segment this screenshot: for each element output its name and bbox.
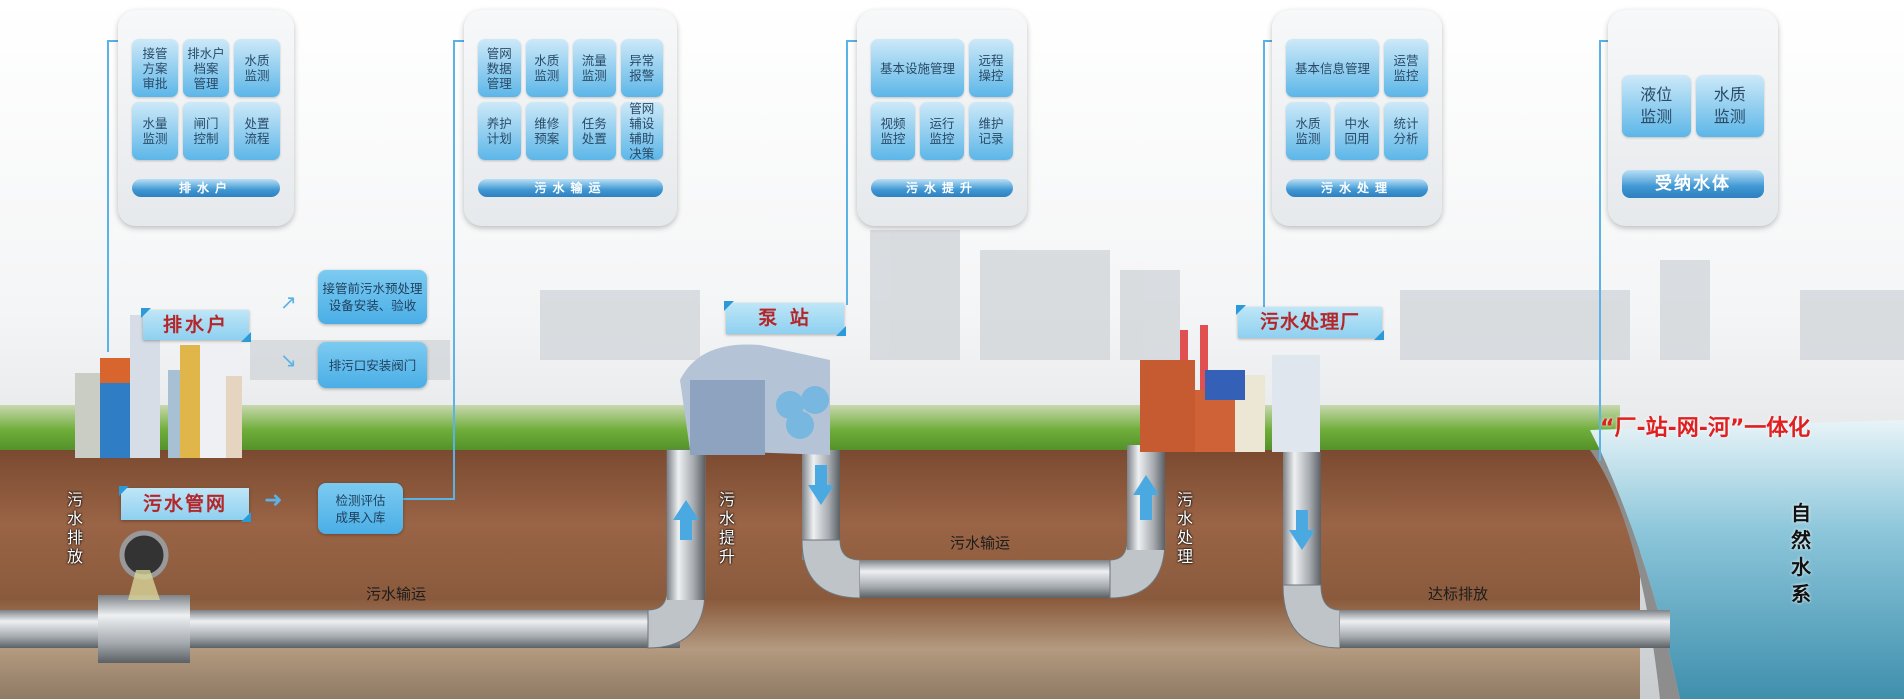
panel-treatment: 基本信息管理 运营 监控 水质 监测 中水 回用 统计 分析 污水处理 (1272, 10, 1442, 226)
btn-water-quality[interactable]: 水质 监测 (525, 39, 568, 97)
btn-water-quality[interactable]: 水质 监测 (1286, 102, 1330, 160)
panel-footer-receiving[interactable]: 受纳水体 (1622, 170, 1764, 198)
btn-level-monitor[interactable]: 液位 监测 (1622, 75, 1691, 137)
btn-basic-info[interactable]: 基本信息管理 (1286, 39, 1379, 97)
info-valve: 排污口安装阀门 (318, 342, 427, 388)
btn-maintenance-plan[interactable]: 养护 计划 (478, 102, 521, 160)
panel-footer-discharger[interactable]: 排水户 (132, 179, 280, 197)
btn-disposal-process[interactable]: 处置 流程 (234, 102, 280, 160)
panel-lifting: 基本设施管理 远程 操控 视频 监控 运行 监控 维护 记录 污水提升 (857, 10, 1027, 226)
treatment-plant (1140, 325, 1320, 452)
btn-reclaimed-water[interactable]: 中水 回用 (1335, 102, 1379, 160)
btn-statistics[interactable]: 统计 分析 (1384, 102, 1428, 160)
panel-receiving: 液位 监测 水质 监测 受纳水体 (1608, 10, 1778, 226)
btn-operation-monitor[interactable]: 运行 监控 (920, 102, 964, 160)
panel-discharger: 接管 方案 审批 排水户 档案 管理 水质 监测 水量 监测 闸门 控制 处置 … (118, 10, 294, 226)
connector-line (846, 40, 858, 42)
arrow-icon: ➜ (264, 488, 283, 513)
label-transport-1: 污水输运 (366, 585, 427, 603)
connector-line (453, 40, 455, 500)
label-compliant-discharge: 达标排放 (1428, 585, 1489, 603)
btn-discharger-archive[interactable]: 排水户 档案 管理 (183, 39, 229, 97)
btn-alarm[interactable]: 异常 报警 (620, 39, 663, 97)
arrow-icon: ↗ (280, 290, 297, 314)
btn-water-quality[interactable]: 水质 监测 (1695, 75, 1764, 137)
ribbon-discharger: 排水户 (141, 308, 251, 342)
connector-line (1599, 40, 1601, 461)
btn-maintenance-record[interactable]: 维护 记录 (969, 102, 1013, 160)
label-treat: 污水处理 (1176, 490, 1193, 566)
slogan: “厂-站-网-河”一体化 (1600, 416, 1811, 441)
btn-network-data[interactable]: 管网 数据 管理 (478, 39, 521, 97)
discharger-buildings (75, 315, 242, 458)
ribbon-treatment-plant: 污水处理厂 (1236, 305, 1384, 340)
connector-line (107, 40, 119, 42)
city-skyline (250, 230, 1904, 380)
btn-water-quality[interactable]: 水质 监测 (234, 39, 280, 97)
connector-line (1263, 40, 1273, 42)
btn-water-volume[interactable]: 水量 监测 (132, 102, 178, 160)
label-transport-2: 污水输运 (950, 534, 1011, 552)
btn-remote-control[interactable]: 远程 操控 (969, 39, 1013, 97)
btn-repair-plan[interactable]: 维修 预案 (525, 102, 568, 160)
label-lift: 污水提升 (718, 490, 735, 566)
connector-line (1599, 40, 1609, 42)
connector-line (846, 40, 848, 305)
arrow-icon: ↘ (280, 348, 297, 372)
btn-task-handling[interactable]: 任务 处置 (573, 102, 616, 160)
panel-footer-lifting[interactable]: 污水提升 (871, 179, 1013, 197)
btn-connection-approval[interactable]: 接管 方案 审批 (132, 39, 178, 97)
label-discharge: 污水排放 (66, 490, 83, 566)
connector-line (107, 40, 109, 352)
pump-station (680, 344, 830, 455)
panel-transport: 管网 数据 管理 水质 监测 流量 监测 异常 报警 养护 计划 维修 预案 任… (464, 10, 677, 226)
btn-flow-monitor[interactable]: 流量 监测 (573, 39, 616, 97)
btn-video-monitor[interactable]: 视频 监控 (871, 102, 915, 160)
connector-line (453, 40, 465, 42)
btn-gate-control[interactable]: 闸门 控制 (183, 102, 229, 160)
label-natural-water: 自然水系 (1791, 501, 1811, 606)
info-pretreatment: 接管前污水预处理 设备安装、验收 (318, 270, 427, 324)
ribbon-pipe-network: 污水管网 (119, 486, 251, 522)
panel-footer-treatment[interactable]: 污水处理 (1286, 179, 1428, 197)
btn-facility-management[interactable]: 基本设施管理 (871, 39, 964, 97)
btn-decision-support[interactable]: 管网 辅设 辅助 决策 (620, 101, 663, 161)
connector-line (403, 498, 455, 500)
connector-line (1263, 40, 1265, 310)
ribbon-pump-station: 泵 站 (724, 301, 846, 336)
info-inspection: 检测评估 成果入库 (318, 483, 403, 534)
btn-operation-monitor[interactable]: 运营 监控 (1384, 39, 1428, 97)
flow-arrows (673, 465, 1315, 550)
pipe-junction (98, 595, 190, 663)
panel-footer-transport[interactable]: 污水输运 (478, 179, 663, 197)
